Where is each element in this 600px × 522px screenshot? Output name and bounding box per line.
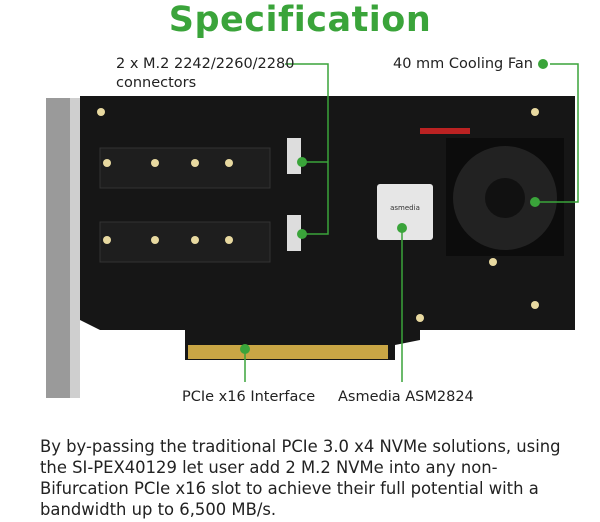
m2-label-line1: 2 x M.2 2242/2260/2280 bbox=[116, 56, 295, 72]
asmedia-chip bbox=[377, 184, 433, 240]
chip-marking: asmedia bbox=[390, 204, 420, 212]
page-title: Specification bbox=[168, 0, 432, 40]
pcie-gold-fingers bbox=[188, 345, 388, 359]
m2-connector bbox=[287, 215, 301, 251]
m2-connectors-label: 2 x M.2 2242/2260/2280 connectors bbox=[116, 55, 294, 93]
m2-connector bbox=[287, 138, 301, 174]
m2-label-line2: connectors bbox=[116, 75, 197, 91]
asmedia-chip-label: Asmedia ASM2824 bbox=[338, 389, 474, 405]
pcie-interface-label: PCIe x16 Interface bbox=[182, 389, 316, 405]
cooling-fan-label: 40 mm Cooling Fan bbox=[393, 56, 533, 72]
description-text: By by-passing the traditional PCIe 3.0 x… bbox=[40, 437, 561, 519]
